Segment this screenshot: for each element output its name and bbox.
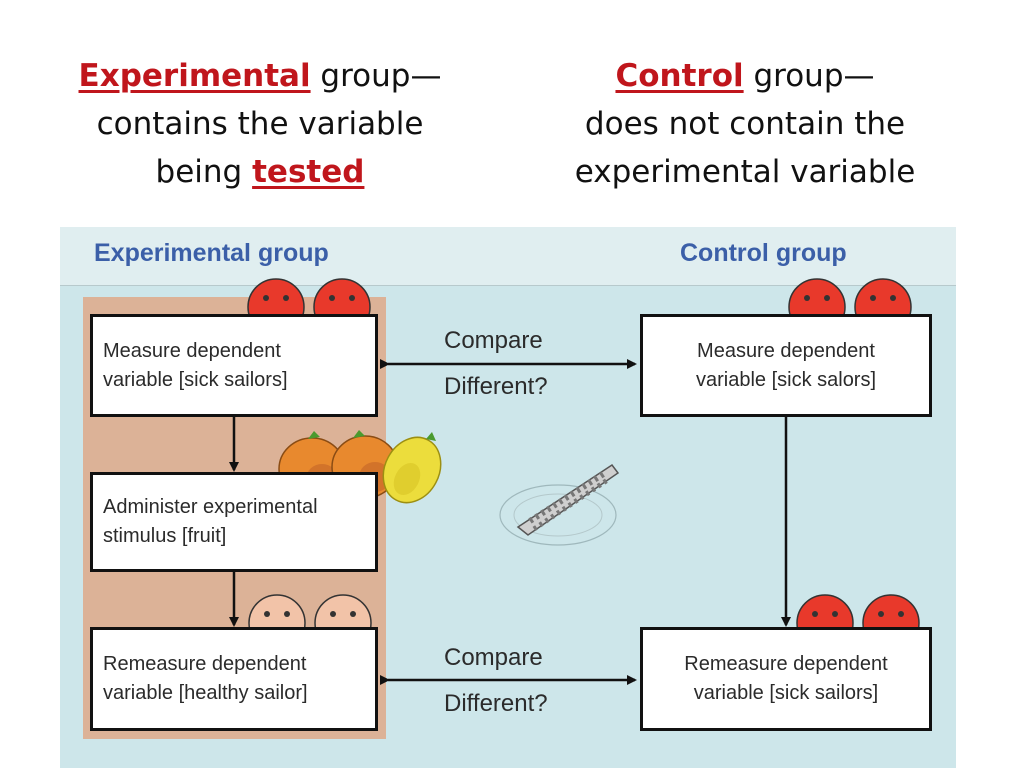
- control-heading-line2: does not contain the: [584, 106, 906, 142]
- exp-stimulus-box: Administer experimental stimulus [fruit]: [90, 472, 378, 572]
- control-heading-line3: experimental variable: [574, 154, 916, 190]
- exp-remeasure-line1: Remeasure dependent: [103, 653, 307, 675]
- experimental-group-title: Experimental group: [94, 239, 329, 267]
- exp-measure-line2: variable [sick sailors]: [103, 368, 288, 391]
- ctrl-measure-box: Measure dependent variable [sick salors]: [640, 314, 932, 417]
- ctrl-remeasure-box: Remeasure dependent variable [sick sailo…: [640, 627, 932, 731]
- exp-measure-line1: Measure dependent: [103, 339, 281, 362]
- ctrl-measure-line1: Measure dependent: [697, 339, 875, 362]
- lemon-icon: [382, 432, 442, 504]
- experimental-heading-line2: contains the variable: [96, 106, 424, 142]
- experimental-keyword: Experimental: [78, 58, 311, 94]
- ctrl-remeasure-line1: Remeasure dependent: [684, 653, 888, 675]
- control-heading-rest: group—: [743, 58, 875, 94]
- control-group-heading: Control group— does not contain the expe…: [525, 52, 965, 196]
- compare-label-top: Compare Different?: [444, 326, 548, 402]
- diagram-header: Experimental group Control group: [60, 227, 956, 286]
- exp-stimulus-line2: stimulus [fruit]: [103, 525, 227, 547]
- boat-icon: [499, 463, 620, 546]
- experimental-heading-line3-prefix: being: [155, 154, 253, 190]
- tested-keyword: tested: [252, 154, 365, 190]
- compare-bottom-line1: Compare: [444, 644, 543, 671]
- ctrl-remeasure-line2: variable [sick sailors]: [693, 682, 879, 704]
- compare-bottom-line2: Different?: [444, 690, 548, 717]
- experiment-diagram: Experimental group Control group: [60, 227, 956, 768]
- experimental-heading-rest: group—: [310, 58, 442, 94]
- exp-measure-box: Measure dependent variable [sick sailors…: [90, 314, 378, 417]
- control-group-title: Control group: [680, 239, 847, 267]
- exp-remeasure-box: Remeasure dependent variable [healthy sa…: [90, 627, 378, 731]
- exp-stimulus-line1: Administer experimental: [103, 496, 318, 518]
- control-keyword: Control: [615, 58, 744, 94]
- ctrl-measure-line2: variable [sick salors]: [695, 368, 877, 391]
- compare-top-line2: Different?: [444, 373, 548, 400]
- compare-label-bottom: Compare Different?: [444, 643, 548, 719]
- compare-top-line1: Compare: [444, 327, 543, 354]
- experimental-group-heading: Experimental group— contains the variabl…: [40, 52, 480, 196]
- exp-remeasure-line2: variable [healthy sailor]: [103, 682, 308, 704]
